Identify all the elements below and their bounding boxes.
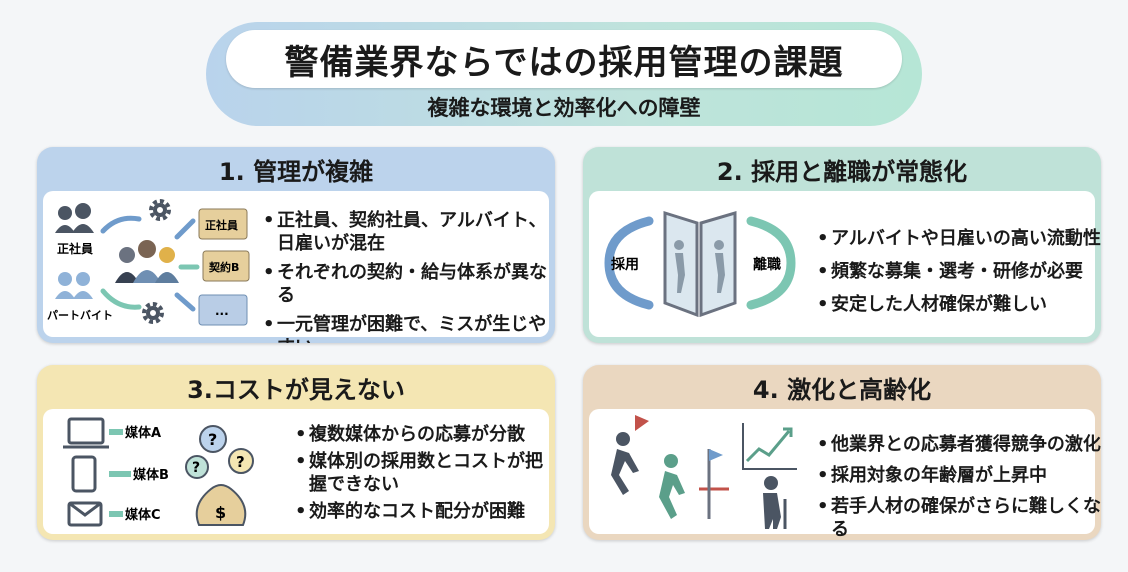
card-heading: 2. 採用と離職が常態化 — [716, 157, 968, 186]
bullet-list: アルバイトや日雇いの高い流動性 頻繁な募集・選考・研修が必要 安定した人材確保が… — [817, 227, 1101, 326]
media-label: 媒体A — [125, 425, 161, 441]
title-box: 警備業界ならではの採用管理の課題 — [226, 30, 902, 88]
bullet-item: 頻繁な募集・選考・研修が必要 — [817, 260, 1101, 283]
question-mark: ? — [208, 430, 217, 449]
mail-icon — [67, 501, 103, 527]
revolving-door-icon — [663, 210, 737, 318]
central-team-icon — [115, 240, 179, 283]
competition-aging-illustration — [611, 415, 797, 529]
media-label: 媒体B — [133, 467, 169, 483]
folder-label: ... — [215, 304, 229, 318]
fulltime-staff-icon — [55, 203, 94, 233]
leave-label: 離職 — [753, 256, 781, 273]
bullet-list: 複数媒体からの応募が分散 媒体別の採用数とコストが把握できない 効率的なコスト配… — [295, 423, 545, 527]
money-symbol: $ — [215, 503, 226, 522]
walking-person-icon — [674, 240, 725, 293]
hire-label: 採用 — [611, 256, 639, 273]
running-person-icon — [659, 454, 685, 519]
bullet-item: 若手人材の確保がさらに難しくなる — [817, 495, 1101, 540]
card-body: 他業界との応募者獲得競争の激化 採用対象の年齢層が上昇中 若手人材の確保がさらに… — [589, 409, 1101, 540]
media-label: 媒体C — [125, 507, 161, 523]
bullet-item: 一元管理が困難で、ミスが生じやすい — [263, 313, 553, 343]
org-diagram-illustration: 正社員 パートバイト — [47, 199, 250, 326]
bullet-list: 他業界との応募者獲得競争の激化 採用対象の年齢層が上昇中 若手人材の確保がさらに… — [817, 433, 1101, 540]
bullet-item: 媒体別の採用数とコストが把握できない — [295, 450, 545, 496]
laptop-icon — [63, 417, 109, 449]
bullet-item: それぞれの契約・給与体系が異なる — [263, 261, 553, 307]
growth-chart-icon — [742, 423, 797, 470]
finish-line-icon — [699, 449, 729, 519]
elderly-person-icon — [763, 476, 787, 529]
card-invisible-cost: 3.コストが見えない 媒体A 媒体B 媒体C — [37, 365, 555, 540]
bullet-item: アルバイトや日雇いの高い流動性 — [817, 227, 1101, 250]
arrow-right-icon — [109, 429, 131, 517]
flow-arrows-icon — [100, 215, 200, 312]
card-hiring-turnover: 2. 採用と離職が常態化 採用 離職 アルバイトや日雇いの高 — [583, 147, 1101, 343]
parttime-staff-icon — [55, 272, 93, 299]
running-person-icon — [611, 415, 649, 495]
bullet-item: 他業界との応募者獲得競争の激化 — [817, 433, 1101, 456]
card-heading: 3.コストが見えない — [187, 375, 405, 404]
bullet-item: 採用対象の年齢層が上昇中 — [817, 464, 1101, 487]
bullet-item: 正社員、契約社員、アルバイト、日雇いが混在 — [263, 209, 553, 255]
card-body: 媒体A 媒体B 媒体C ? ? ? $ 複数媒体からの応募が分散 媒体別の採用数… — [43, 409, 549, 534]
media-cost-illustration: 媒体A 媒体B 媒体C ? ? ? $ — [63, 417, 254, 527]
card-heading: 4. 激化と高齢化 — [752, 375, 932, 404]
bullet-item: 効率的なコスト配分が困難 — [295, 500, 545, 523]
card-competition-aging: 4. 激化と高齢化 — [583, 365, 1101, 540]
gear-icon — [142, 199, 171, 324]
money-bag-icon — [195, 484, 247, 526]
page-subtitle: 複雑な環境と効率化への障壁 — [427, 96, 701, 120]
page-title: 警備業界ならではの採用管理の課題 — [284, 42, 844, 83]
card-heading: 1. 管理が複雑 — [218, 157, 374, 186]
bullet-item: 安定した人材確保が難しい — [817, 293, 1101, 316]
bullet-item: 複数媒体からの応募が分散 — [295, 423, 545, 446]
folder-label: 正社員 — [205, 218, 238, 232]
folder-contract-icon: 正社員 契約B ... — [198, 208, 250, 326]
question-mark: ? — [236, 453, 245, 471]
card-management-complexity: 1. 管理が複雑 正社員 パートバイト — [37, 147, 555, 343]
revolving-door-illustration: 採用 離職 — [604, 210, 796, 318]
card-body: 採用 離職 アルバイトや日雇いの高い流動性 頻繁な募集・選考・研修が必要 安定し… — [589, 191, 1101, 337]
folder-label: 契約B — [208, 260, 239, 274]
question-bubbles-icon — [185, 425, 254, 479]
smartphone-icon — [71, 455, 97, 493]
bullet-list: 正社員、契約社員、アルバイト、日雇いが混在 それぞれの契約・給与体系が異なる 一… — [263, 209, 553, 343]
parttime-label: パートバイト — [47, 309, 113, 322]
question-mark: ? — [192, 460, 200, 476]
fulltime-label: 正社員 — [57, 241, 93, 256]
cycle-arrows-icon — [604, 216, 796, 310]
card-body: 正社員 パートバイト — [43, 191, 549, 343]
